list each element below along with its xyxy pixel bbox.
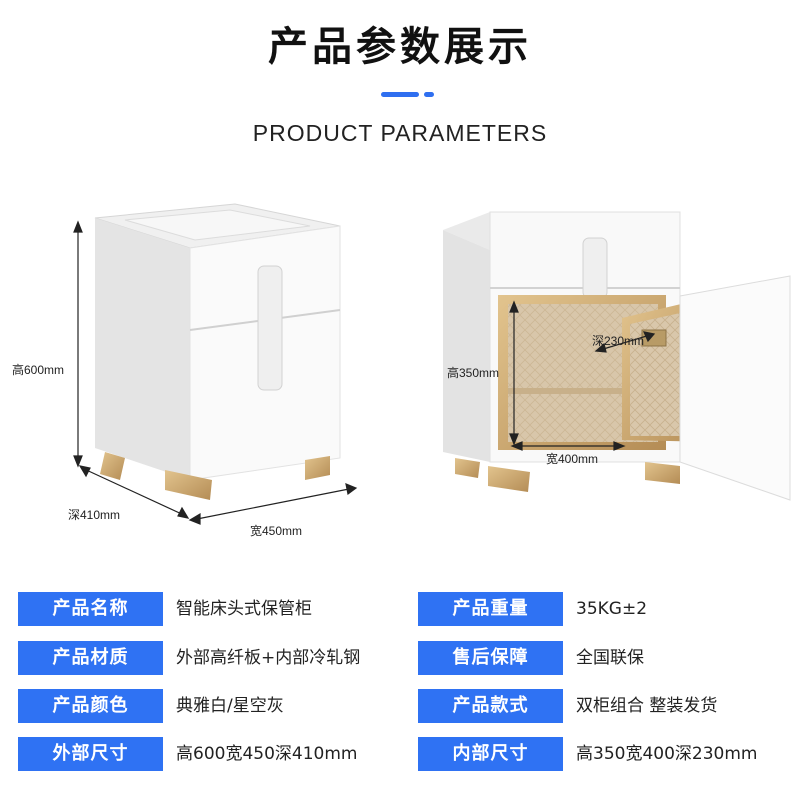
spec-label-warranty: 售后保障	[418, 641, 563, 675]
dimension-lines-right	[509, 300, 656, 451]
spec-value-material: 外部高纤板+内部冷轧钢	[176, 648, 361, 668]
spec-value-weight: 35KG±2	[576, 599, 648, 619]
spec-label-name: 产品名称	[18, 592, 163, 626]
page-subtitle: PRODUCT PARAMETERS	[252, 120, 548, 146]
title-underline	[381, 92, 419, 97]
spec-value-inner-size: 高350宽400深230mm	[576, 744, 758, 764]
spec-label-material: 产品材质	[18, 641, 163, 675]
dimension-label-depth: 深410mm	[68, 508, 121, 522]
spec-value-outer-size: 高600宽450深410mm	[176, 744, 358, 764]
dimension-label-height: 高600mm	[12, 363, 65, 377]
spec-label-style: 产品款式	[418, 689, 563, 723]
spec-value-warranty: 全国联保	[576, 648, 644, 668]
spec-label-outer-size: 外部尺寸	[18, 737, 163, 771]
spec-label-color: 产品颜色	[18, 689, 163, 723]
spec-value-style: 双柜组合 整装发货	[576, 696, 718, 716]
dimension-label-inner-width: 宽400mm	[546, 452, 599, 466]
cabinet-open	[443, 211, 791, 501]
page-title: 产品参数展示	[268, 24, 532, 70]
cabinet-closed	[94, 203, 341, 500]
dimension-lines-left	[73, 220, 358, 525]
spec-value-name: 智能床头式保管柜	[176, 599, 312, 619]
title-underline-dot	[424, 92, 434, 97]
spec-value-color: 典雅白/星空灰	[176, 696, 284, 716]
dimension-label-inner-height: 高350mm	[447, 366, 500, 380]
dimension-label-inner-depth: 深230mm	[592, 334, 645, 348]
spec-label-inner-size: 内部尺寸	[418, 737, 563, 771]
dimension-label-width: 宽450mm	[250, 524, 303, 538]
spec-label-weight: 产品重量	[418, 592, 563, 626]
product-illustration	[73, 203, 791, 525]
